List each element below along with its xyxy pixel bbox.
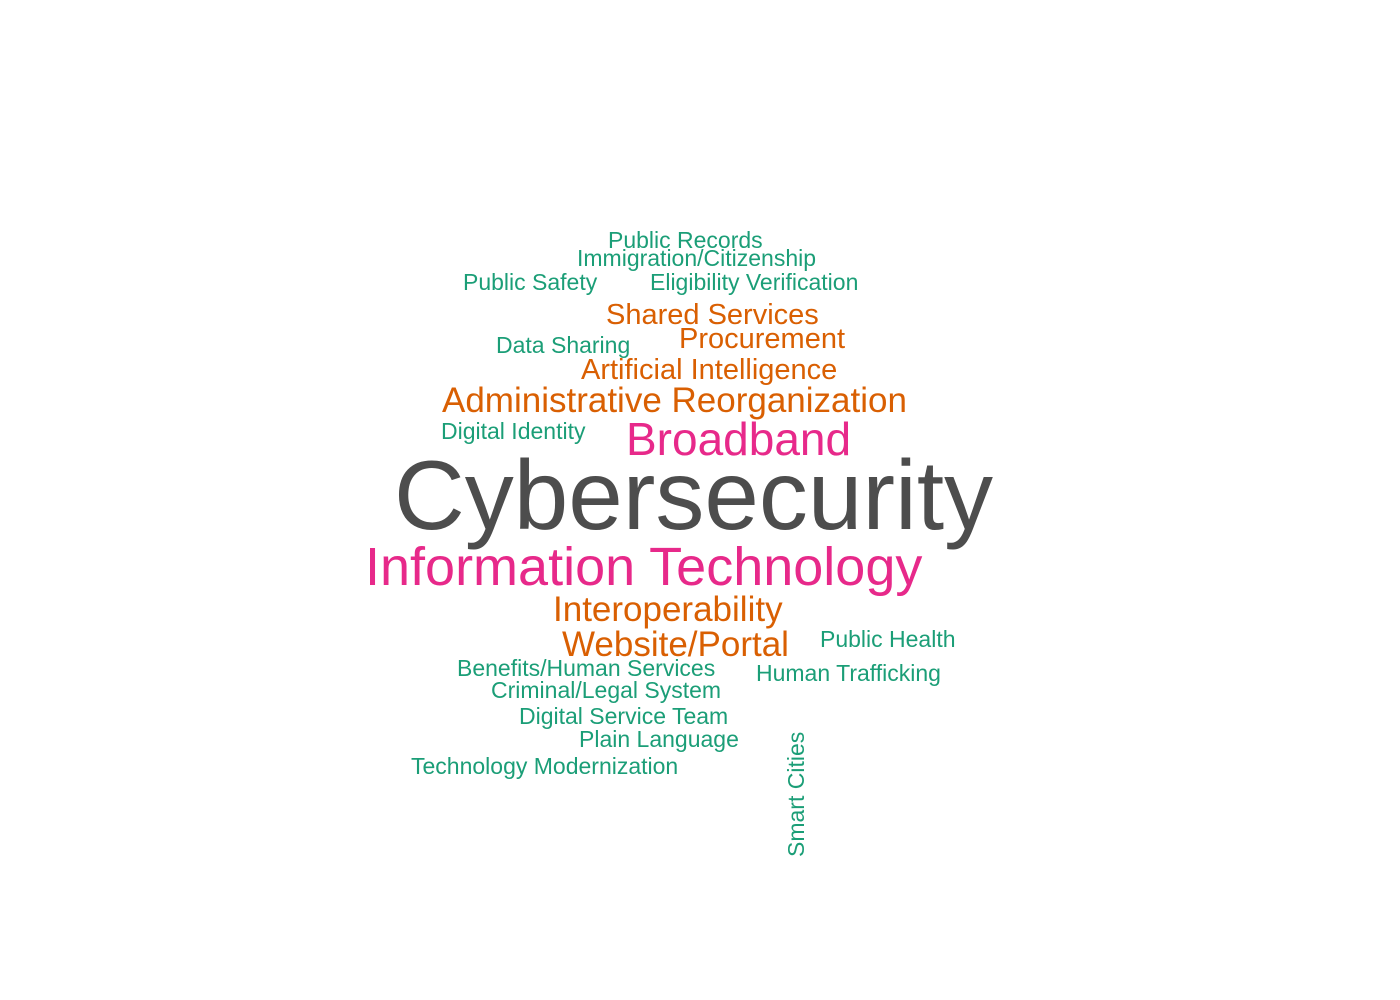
word-procurement: Procurement — [679, 323, 846, 355]
word-artificial-intelligence: Artificial Intelligence — [581, 354, 838, 386]
word-smart-cities: Smart Cities — [783, 731, 809, 857]
word-shared-services: Shared Services — [606, 299, 819, 331]
word-criminal-legal-system: Criminal/Legal System — [491, 677, 722, 703]
word-public-records: Public Records — [608, 227, 763, 253]
word-cybersecurity: Cybersecurity — [394, 440, 994, 550]
word-digital-identity: Digital Identity — [441, 418, 586, 444]
word-broadband: Broadband — [626, 413, 852, 465]
word-benefits-human-services: Benefits/Human Services — [457, 655, 716, 681]
word-human-trafficking: Human Trafficking — [756, 660, 941, 686]
word-plain-language: Plain Language — [579, 726, 739, 752]
word-eligibility-verification: Eligibility Verification — [650, 269, 859, 295]
word-information-technology: Information Technology — [365, 537, 923, 597]
word-immigration-citizenship: Immigration/Citizenship — [577, 245, 817, 271]
word-technology-modernization: Technology Modernization — [411, 753, 679, 779]
word-website-portal: Website/Portal — [562, 625, 789, 664]
word-public-health: Public Health — [820, 626, 956, 652]
word-interoperability: Interoperability — [553, 590, 783, 629]
word-administrative-reorganization: Administrative Reorganization — [442, 381, 907, 420]
word-data-sharing: Data Sharing — [496, 332, 631, 358]
word-public-safety: Public Safety — [463, 269, 598, 295]
word-digital-service-team: Digital Service Team — [519, 703, 729, 729]
